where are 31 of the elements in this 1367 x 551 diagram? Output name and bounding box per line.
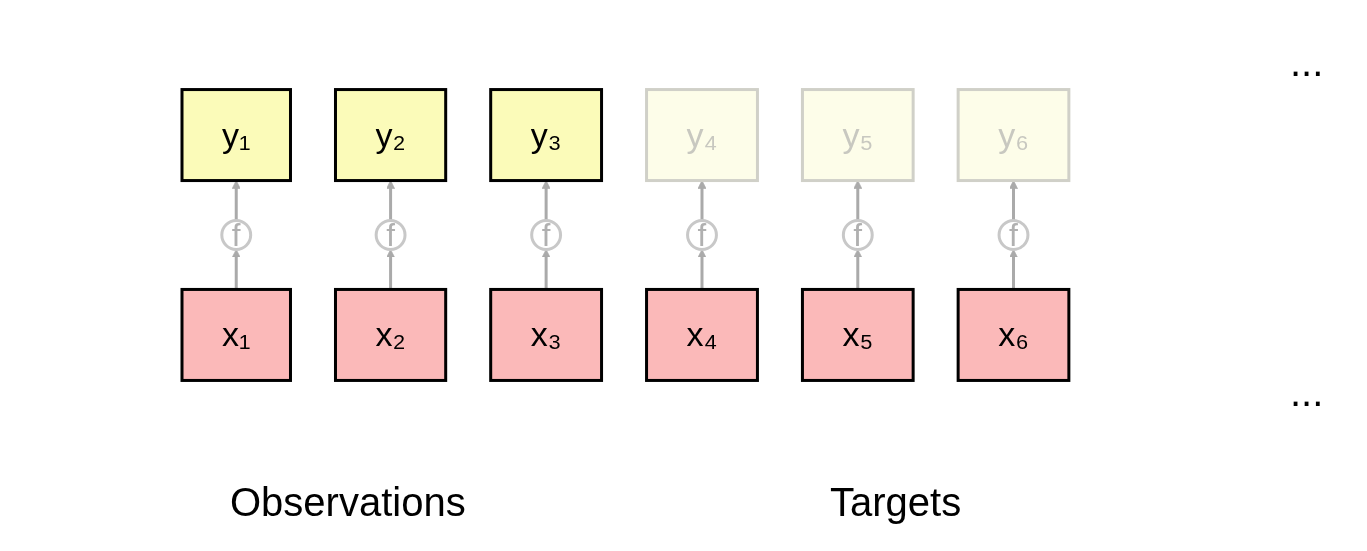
arrow xyxy=(541,249,551,290)
node-circle: f xyxy=(841,219,874,251)
arrow xyxy=(697,180,706,221)
ellipsis: ... xyxy=(1290,40,1324,85)
arrow xyxy=(385,249,395,290)
group-caption: Targets xyxy=(830,480,962,525)
arrow xyxy=(231,180,241,221)
arrow xyxy=(852,180,862,221)
node-box: x₆ xyxy=(956,287,1070,382)
node-circle: f xyxy=(529,219,562,251)
arrow xyxy=(852,249,862,290)
node-box: x₃ xyxy=(488,287,603,382)
arrow xyxy=(541,180,551,221)
ellipsis: ... xyxy=(1290,370,1324,415)
node-box: y₃ xyxy=(488,88,603,183)
arrow xyxy=(385,180,395,221)
node-box: x₄ xyxy=(644,287,759,382)
group-caption: Observations xyxy=(230,480,466,525)
node-circle: f xyxy=(685,219,718,251)
arrow xyxy=(1008,180,1018,221)
node-box: y₁ xyxy=(180,88,292,183)
node-box: x₅ xyxy=(800,287,915,382)
node-circle: f xyxy=(997,219,1029,251)
node-box: x₂ xyxy=(333,287,447,382)
node-circle: f xyxy=(374,219,407,251)
arrow xyxy=(697,249,706,290)
arrow xyxy=(231,249,241,290)
arrow xyxy=(1008,249,1018,290)
node-circle: f xyxy=(219,219,252,251)
node-box: x₁ xyxy=(180,287,292,382)
node-box: y₂ xyxy=(333,88,447,183)
